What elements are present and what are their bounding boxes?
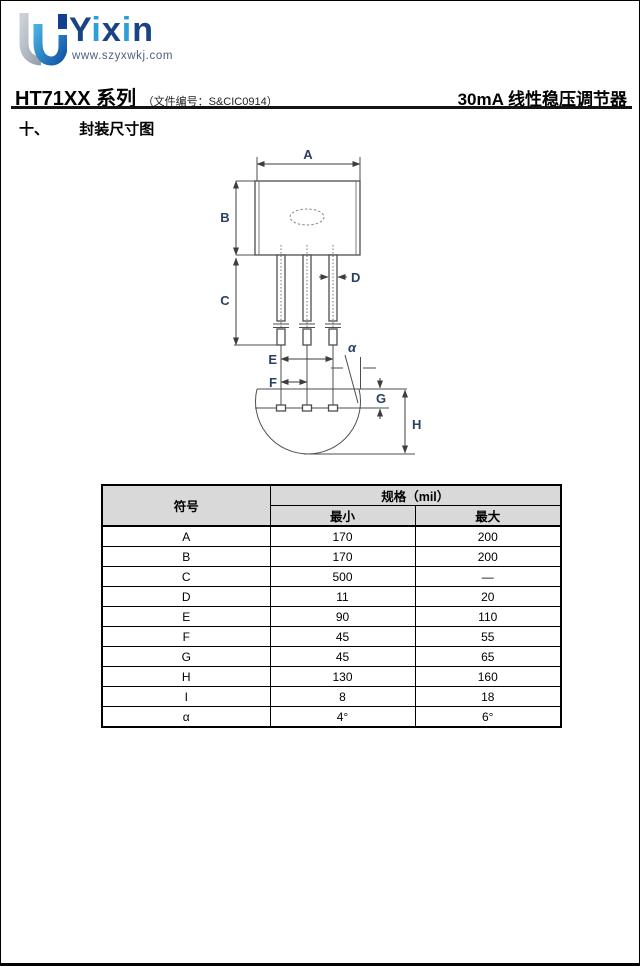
cell-symbol: G	[101, 646, 271, 667]
cell-symbol: I	[101, 686, 271, 707]
cell-min: 4°	[269, 706, 416, 728]
cell-min: 11	[269, 586, 416, 607]
table-subheader-row: 最小 最大	[102, 505, 562, 527]
document-number: （文件编号：S&CIC0914）	[142, 96, 278, 108]
bottom-view: G H	[255, 378, 421, 455]
brand-letter: Y	[69, 11, 92, 49]
product-description: 30mA 线性稳压调节器	[457, 90, 627, 109]
dim-label-f: F	[269, 375, 277, 390]
cell-symbol: α	[101, 706, 271, 728]
dim-label-c: C	[220, 293, 230, 308]
col-header-max: 最大	[414, 505, 562, 527]
lead-span-dimensions: E F α	[268, 340, 376, 405]
dim-label-h: H	[412, 417, 421, 432]
section-title: 封装尺寸图	[79, 121, 155, 138]
cell-max: 6°	[414, 706, 562, 728]
cell-max: 200	[414, 546, 562, 567]
brand-letter: n	[132, 11, 155, 49]
cell-min: 170	[269, 525, 416, 547]
cell-min: 45	[269, 626, 416, 647]
cell-symbol: D	[101, 586, 271, 607]
header-divider	[11, 106, 632, 109]
cell-symbol: B	[101, 546, 271, 567]
cell-max: 65	[414, 646, 562, 667]
package-dimension-diagram: A B C	[220, 147, 421, 455]
cell-min: 170	[269, 546, 416, 567]
section-index: 十、	[19, 121, 50, 138]
cell-max: 20	[414, 586, 562, 607]
cell-max: 160	[414, 666, 562, 687]
document-title: HT71XX 系列 （文件编号：S&CIC0914）	[15, 82, 278, 111]
col-header-symbol: 符号	[101, 484, 271, 527]
cell-symbol: E	[101, 606, 271, 627]
cell-min: 45	[269, 646, 416, 667]
brand-letter: i	[91, 11, 102, 49]
cell-min: 8	[269, 686, 416, 707]
cell-symbol: H	[101, 666, 271, 687]
cell-symbol: C	[101, 566, 271, 587]
cell-max: 110	[414, 606, 562, 627]
cell-min: 90	[269, 606, 416, 627]
brand-letter: i	[121, 11, 133, 49]
website-url: www.szyxwkj.com	[72, 50, 174, 62]
dim-label-d: D	[351, 270, 360, 285]
cell-symbol: A	[101, 525, 271, 547]
cell-symbol: F	[101, 626, 271, 647]
cell-max: 18	[414, 686, 562, 707]
product-series: HT71XX 系列	[15, 88, 137, 110]
dim-label-b: B	[220, 210, 229, 225]
front-view: A B C	[220, 147, 361, 346]
cell-max: 200	[414, 525, 562, 547]
brand-letter: x	[101, 11, 122, 49]
table-header-row: 符号 规格（mil）	[101, 484, 562, 527]
yixin-logo-icon	[13, 9, 68, 72]
dim-label-a: A	[303, 147, 313, 162]
brand-wordmark: Yixin	[69, 13, 154, 47]
cell-max: 55	[414, 626, 562, 647]
cell-min: 500	[269, 566, 416, 587]
col-header-min: 最小	[269, 505, 416, 527]
dim-label-g: G	[376, 391, 386, 406]
cell-min: 130	[269, 666, 416, 687]
dim-label-alpha: α	[348, 340, 357, 355]
dim-label-e: E	[268, 352, 277, 367]
col-header-spec: 规格（mil）	[269, 484, 562, 506]
cell-max: —	[414, 566, 562, 587]
section-heading: 十、 封装尺寸图	[19, 118, 154, 139]
